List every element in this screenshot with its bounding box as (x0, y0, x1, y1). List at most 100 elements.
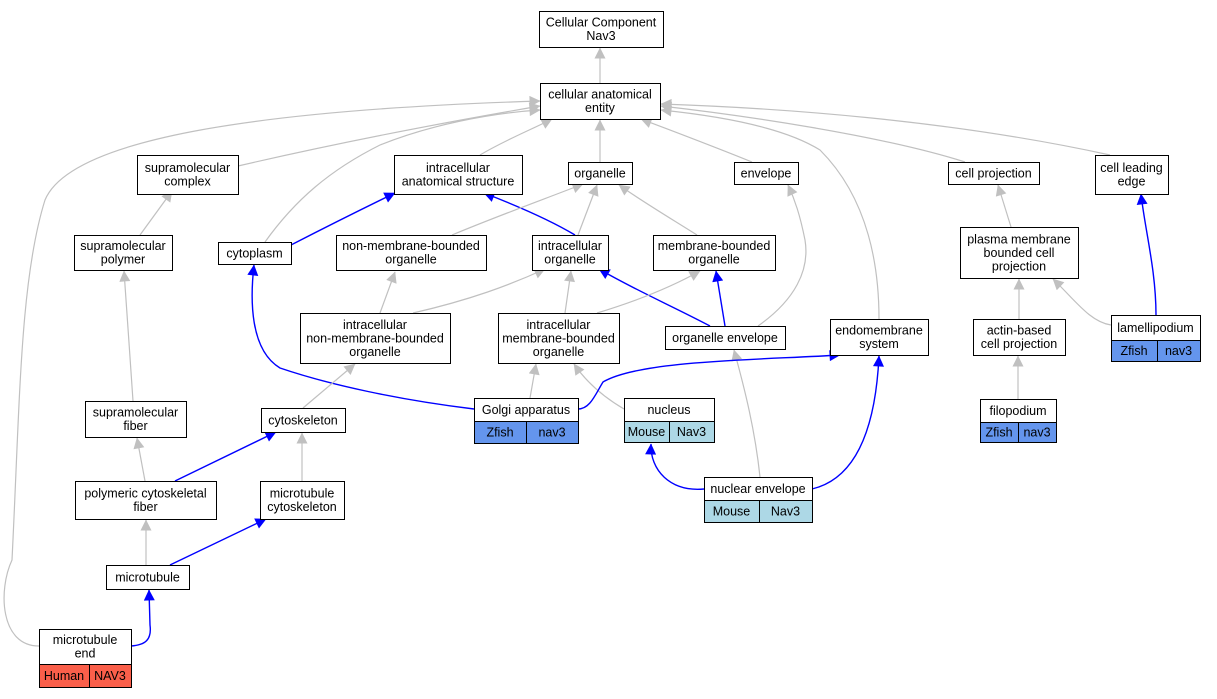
node-label: organelle (574, 166, 625, 180)
species-label: Zfish (486, 426, 513, 440)
node-label: organelle (385, 253, 436, 267)
node-label: supramolecular (80, 239, 165, 253)
gene-label: nav3 (538, 426, 565, 440)
node-box (1111, 315, 1201, 341)
node-box (653, 235, 776, 271)
node-box (830, 319, 929, 356)
edge-env-to-cae (640, 117, 753, 163)
node-label: microtubule (115, 570, 180, 584)
node-label: membrane-bounded (502, 331, 615, 345)
edge-nenv-to-ems (811, 355, 884, 490)
node-label: filopodium (990, 404, 1047, 418)
node-box (85, 401, 187, 438)
node-org[interactable]: organelle (568, 162, 633, 185)
edge-lam-to-pmbcp (1052, 278, 1112, 326)
gene-label: nav3 (1165, 344, 1192, 358)
node-label: lamellipodium (1117, 321, 1193, 335)
node-label: supramolecular (145, 161, 230, 175)
node-box (336, 235, 487, 271)
node-box (948, 162, 1040, 185)
gene-cell (1018, 422, 1057, 443)
node-label: organelle (533, 345, 584, 359)
node-label: polymer (101, 253, 145, 267)
node-label: system (859, 337, 899, 351)
node-csk[interactable]: cytoskeleton (261, 408, 346, 433)
node-label: non-membrane-bounded (306, 331, 444, 345)
node-label: intracellular (538, 239, 602, 253)
edge-imbo-to-io (564, 270, 575, 314)
node-label: fiber (123, 419, 147, 433)
node-label: non-membrane-bounded (342, 239, 480, 253)
node-label: bounded cell (984, 246, 1055, 260)
edge-nmbo-to-org (451, 182, 584, 236)
gene-label: Nav3 (677, 425, 706, 439)
gene-cell (1157, 340, 1201, 362)
edge-imbo-to-mbo (596, 270, 701, 314)
node-label: plasma membrane (967, 232, 1071, 246)
node-mt[interactable]: microtubule (106, 565, 190, 590)
edge-cyto-to-ias (290, 192, 396, 246)
gene-label: Nav3 (771, 505, 800, 519)
edge-ems-to-cae (660, 105, 880, 320)
node-label: Cellular Component (546, 16, 657, 30)
node-label: cytoskeleton (268, 413, 338, 427)
node-label: end (75, 647, 96, 661)
edge-mte-to-cae (3, 95, 541, 647)
node-cproj[interactable]: cell projection (948, 162, 1040, 185)
edge-nenv-to-nuc (645, 443, 705, 490)
node-box (734, 162, 799, 185)
gene-cell (526, 421, 579, 444)
edge-ias-to-cae (479, 118, 553, 156)
node-label: edge (1118, 175, 1146, 189)
edge-oenv-to-env (757, 184, 807, 327)
edge-mt-to-mtc (169, 518, 267, 566)
edge-nenv-to-oenv (731, 349, 761, 478)
node-box (260, 481, 345, 520)
node-label: organelle (349, 345, 400, 359)
node-cyto[interactable]: cytoplasm (218, 242, 292, 265)
node-box (261, 408, 346, 433)
node-label: intracellular (527, 318, 591, 332)
node-label: Golgi apparatus (482, 403, 570, 417)
node-box (137, 155, 239, 195)
edge-mbo-to-org (618, 184, 698, 236)
node-env[interactable]: envelope (734, 162, 799, 185)
node-label: projection (992, 259, 1046, 273)
node-oenv[interactable]: organelle envelope (665, 326, 786, 350)
node-label: endomembrane (835, 324, 923, 338)
node-label: complex (164, 175, 211, 189)
node-inmbo[interactable]: intracellularnon-membrane-boundedorganel… (300, 313, 451, 364)
edge-inmbo-to-nmbo (379, 271, 397, 314)
edge-smp-to-smc (139, 190, 173, 236)
edge-oenv-to-io (598, 268, 711, 327)
gene-cell (759, 500, 813, 523)
species-label: Mouse (628, 425, 666, 439)
node-label: intracellular (426, 161, 490, 175)
edge-inmbo-to-io (412, 268, 546, 314)
species-label: Human (44, 669, 84, 683)
